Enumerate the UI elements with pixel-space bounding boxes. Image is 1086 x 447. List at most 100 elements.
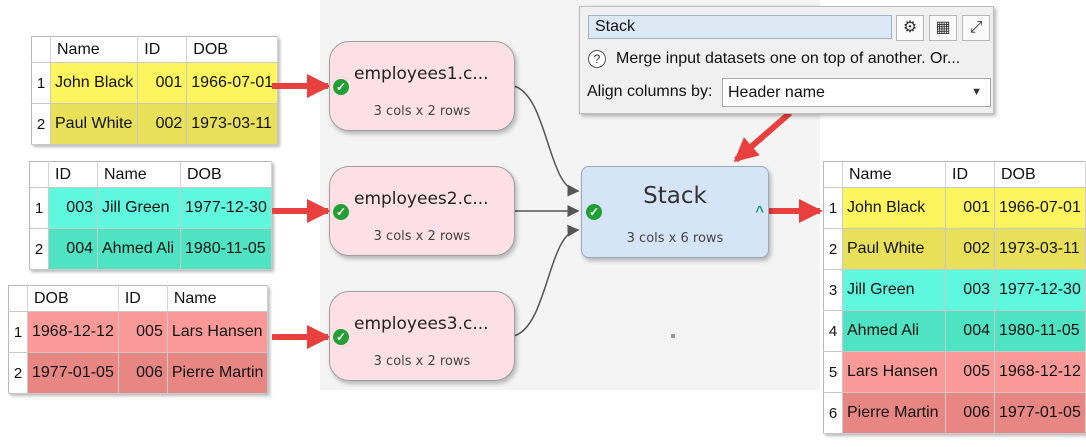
row-number: 2 [29, 228, 49, 270]
table-cell[interactable]: 1973-03-11 [186, 103, 279, 145]
column-header[interactable]: ID [48, 161, 98, 188]
table-cell[interactable]: 1977-01-05 [27, 352, 119, 394]
table-cell[interactable]: 1980-11-05 [994, 310, 1086, 352]
table-cell[interactable]: John Black [842, 187, 946, 229]
node-dimensions: 3 cols x 2 rows [373, 104, 471, 119]
column-header[interactable]: Name [97, 161, 181, 188]
column-header[interactable]: ID [118, 285, 168, 312]
row-number: 6 [823, 392, 843, 434]
table-row: 2 004 Ahmed Ali 1980-11-05 [29, 228, 272, 270]
row-header-corner [31, 36, 51, 63]
table-cell[interactable]: Lars Hansen [842, 351, 946, 393]
table-cell[interactable]: 003 [945, 269, 995, 311]
table-cell[interactable]: 1973-03-11 [994, 228, 1086, 270]
input-table-employees3: DOB ID Name 1 1968-12-12 005 Lars Hansen… [8, 285, 269, 394]
column-header[interactable]: Name [842, 161, 946, 188]
node-employees2[interactable]: employees2.c... ✓ 3 cols x 2 rows [329, 166, 515, 256]
caret-up-icon[interactable]: ^ [755, 203, 764, 220]
column-header[interactable]: ID [945, 161, 995, 188]
node-employees3[interactable]: employees3.c... ✓ 3 cols x 2 rows [329, 291, 515, 381]
canvas-handle-dot [671, 334, 675, 338]
row-number: 2 [823, 228, 843, 270]
table-cell[interactable]: 1977-01-05 [994, 392, 1086, 434]
stack-properties-panel: Stack ⚙ ▦ ⤢ ? Merge input datasets one o… [579, 6, 994, 114]
table-cell[interactable]: 1977-12-30 [180, 187, 272, 229]
column-header[interactable]: DOB [180, 161, 272, 188]
align-columns-label: Align columns by: [587, 83, 713, 100]
node-dimensions: 3 cols x 6 rows [626, 231, 724, 246]
connector-line [513, 224, 580, 337]
table-row: 4 Ahmed Ali 004 1980-11-05 [823, 310, 1086, 352]
table-cell[interactable]: 004 [945, 310, 995, 352]
row-header-corner [29, 161, 49, 188]
table-cell[interactable]: 001 [137, 62, 188, 104]
table-cell[interactable]: 1977-12-30 [994, 269, 1086, 311]
node-title: Stack [643, 183, 707, 209]
table-cell[interactable]: 001 [945, 187, 995, 229]
table-cell[interactable]: 005 [945, 351, 995, 393]
column-header[interactable]: ID [137, 36, 188, 63]
table-cell[interactable]: 1966-07-01 [186, 62, 279, 104]
table-cell[interactable]: 1980-11-05 [180, 228, 272, 270]
table-row: 2 Paul White 002 1973-03-11 [823, 228, 1086, 270]
row-number: 5 [823, 351, 843, 393]
dropdown-arrow-icon: ▼ [971, 86, 982, 98]
check-circle-icon: ✓ [586, 204, 602, 220]
table-cell[interactable]: 002 [137, 103, 188, 145]
table-header-row: Name ID DOB [31, 36, 279, 63]
table-row: 6 Pierre Martin 006 1977-01-05 [823, 392, 1086, 434]
table-cell[interactable]: John Black [50, 62, 139, 104]
table-cell[interactable]: Pierre Martin [167, 352, 269, 394]
node-stack[interactable]: Stack ✓ ^ 3 cols x 6 rows [581, 166, 769, 258]
table-cell[interactable]: 006 [118, 352, 168, 394]
table-cell[interactable]: Ahmed Ali [842, 310, 946, 352]
column-header[interactable]: DOB [27, 285, 119, 312]
column-header[interactable]: DOB [994, 161, 1086, 188]
node-employees1[interactable]: employees1.c... ✓ 3 cols x 2 rows [329, 41, 515, 131]
table-cell[interactable]: 005 [118, 311, 168, 353]
table-cell[interactable]: 006 [945, 392, 995, 434]
row-number: 2 [31, 103, 51, 145]
table-header-row: Name ID DOB [823, 161, 1086, 188]
table-cell[interactable]: 002 [945, 228, 995, 270]
table-cell[interactable]: 1968-12-12 [27, 311, 119, 353]
table-cell[interactable]: 003 [48, 187, 98, 229]
table-cell[interactable]: Pierre Martin [842, 392, 946, 434]
table-row: 1 003 Jill Green 1977-12-30 [29, 187, 272, 229]
row-number: 1 [8, 311, 28, 353]
table-row: 3 Jill Green 003 1977-12-30 [823, 269, 1086, 311]
table-cell[interactable]: Jill Green [97, 187, 181, 229]
maximize-icon[interactable]: ⤢ [962, 15, 990, 41]
settings-gears-icon[interactable]: ⚙ [896, 15, 924, 41]
align-columns-value: Header name [728, 84, 825, 101]
column-header[interactable]: Name [167, 285, 269, 312]
table-row: 5 Lars Hansen 005 1968-12-12 [823, 351, 1086, 393]
row-header-corner [823, 161, 843, 188]
table-cell[interactable]: Paul White [842, 228, 946, 270]
node-name-input[interactable]: Stack [588, 15, 892, 39]
table-cell[interactable]: Jill Green [842, 269, 946, 311]
red-arrow [733, 110, 792, 163]
row-number: 4 [823, 310, 843, 352]
table-cell[interactable]: Ahmed Ali [97, 228, 181, 270]
check-circle-icon: ✓ [333, 204, 349, 220]
table-cell[interactable]: 1966-07-01 [994, 187, 1086, 229]
check-circle-icon: ✓ [333, 329, 349, 345]
table-row: 1 John Black 001 1966-07-01 [31, 62, 279, 104]
table-header-row: ID Name DOB [29, 161, 272, 188]
table-view-icon[interactable]: ▦ [929, 15, 957, 41]
table-row: 1 John Black 001 1966-07-01 [823, 187, 1086, 229]
row-header-corner [8, 285, 28, 312]
table-cell[interactable]: Paul White [50, 103, 139, 145]
check-circle-icon: ✓ [333, 79, 349, 95]
table-row: 2 Paul White 002 1973-03-11 [31, 103, 279, 145]
node-title: employees2.c... [354, 189, 489, 209]
align-columns-select[interactable]: Header name ▼ [722, 78, 991, 107]
table-cell[interactable]: Lars Hansen [167, 311, 269, 353]
column-header[interactable]: DOB [186, 36, 279, 63]
column-header[interactable]: Name [50, 36, 139, 63]
node-dimensions: 3 cols x 2 rows [373, 354, 471, 369]
table-cell[interactable]: 004 [48, 228, 98, 270]
help-icon[interactable]: ? [588, 50, 606, 68]
table-cell[interactable]: 1968-12-12 [994, 351, 1086, 393]
